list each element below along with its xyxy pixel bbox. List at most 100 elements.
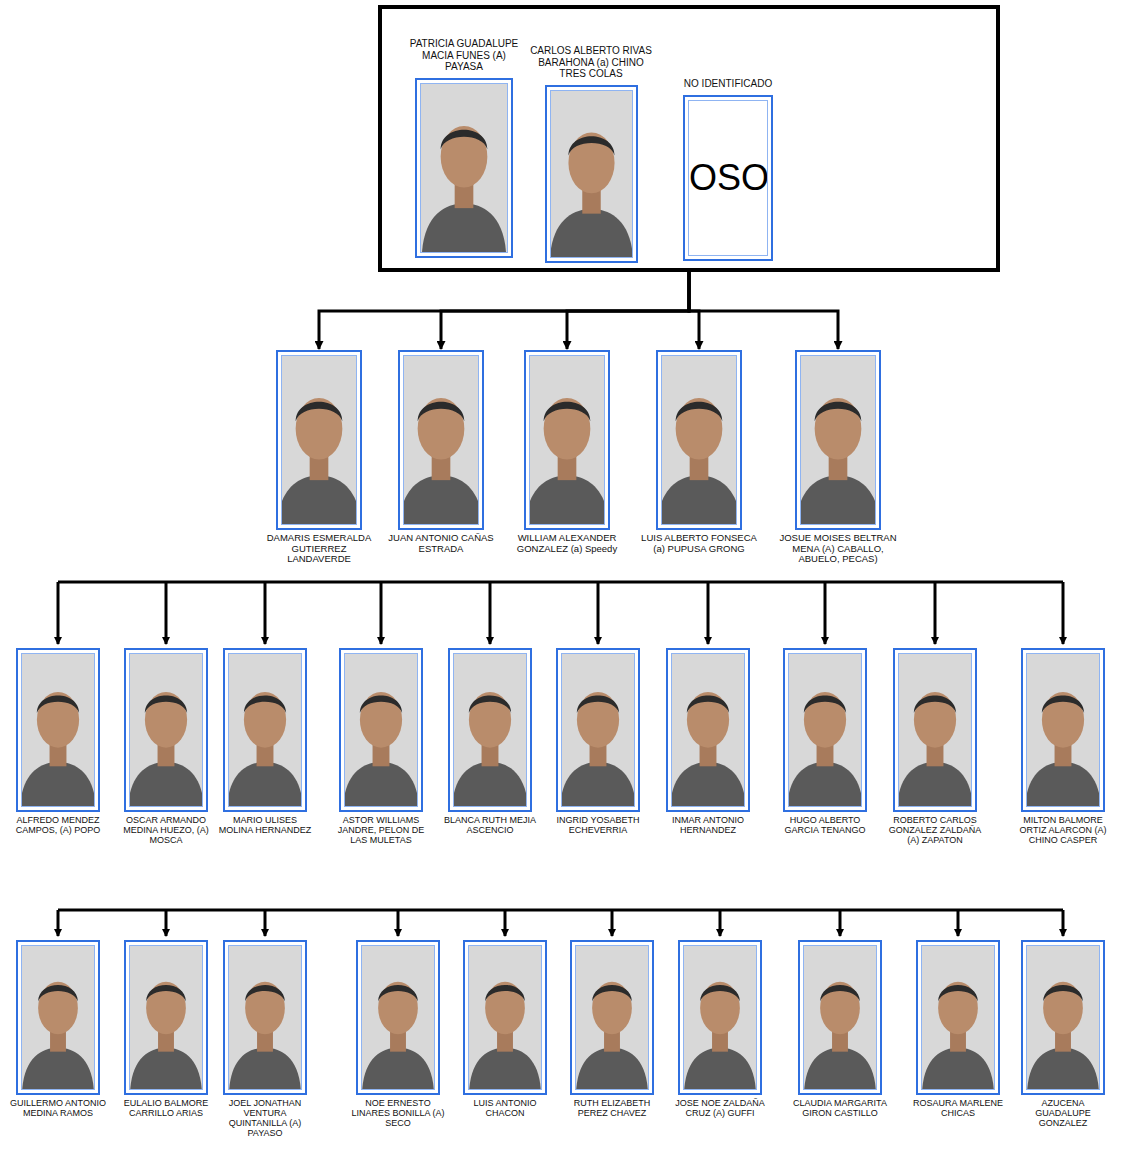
photo-placeholder	[789, 654, 861, 806]
member-card: JUAN ANTONIO CAÑAS ESTRADA	[382, 350, 500, 554]
person-name: JOEL JONATHAN VENTURA QUINTANILLA (A) PA…	[216, 1098, 314, 1138]
photo-area	[661, 355, 737, 525]
photo-placeholder	[469, 946, 541, 1089]
photo-placeholder	[345, 654, 417, 806]
person-name: GUILLERMO ANTONIO MEDINA RAMOS	[9, 1098, 107, 1118]
member-card: MARIO ULISES MOLINA HERNANDEZ	[216, 648, 314, 835]
member-card: DAMARIS ESMERALDA GUTIERREZ LANDAVERDE	[260, 350, 378, 565]
person-name: DAMARIS ESMERALDA GUTIERREZ LANDAVERDE	[260, 533, 378, 565]
member-card: EULALIO BALMORE CARRILLO ARIAS	[117, 940, 215, 1118]
person-name: AZUCENA GUADALUPE GONZALEZ	[1014, 1098, 1112, 1128]
person-name: WILLIAM ALEXANDER GONZALEZ (a) Speedy	[508, 533, 626, 554]
photo-area	[228, 653, 302, 807]
photo-area	[403, 355, 479, 525]
photo-area	[129, 945, 203, 1090]
leadership-box: PATRICIA GUADALUPE MACIA FUNES (A) PAYAS…	[378, 5, 1000, 272]
photo-frame	[276, 350, 362, 530]
member-card: BLANCA RUTH MEJIA ASCENCIO	[441, 648, 539, 835]
photo-placeholder	[804, 946, 876, 1089]
photo-placeholder	[1027, 946, 1099, 1089]
photo-frame	[656, 350, 742, 530]
member-card: HUGO ALBERTO GARCIA TENANGO	[776, 648, 874, 835]
photo-area	[788, 653, 862, 807]
photo-area: OSO	[688, 100, 768, 256]
member-card: OSCAR ARMANDO MEDINA HUEZO, (A) MOSCA	[117, 648, 215, 845]
photo-frame	[16, 648, 100, 812]
member-card: PATRICIA GUADALUPE MACIA FUNES (A) PAYAS…	[403, 38, 525, 258]
person-name: JOSE NOE ZALDAÑA CRUZ (A) GUFFI	[671, 1098, 769, 1118]
hierarchy-connector	[441, 272, 689, 349]
photo-area	[21, 945, 95, 1090]
photo-area	[561, 653, 635, 807]
person-name: NO IDENTIFICADO	[667, 78, 789, 89]
person-name: INMAR ANTONIO HERNANDEZ	[659, 815, 757, 835]
member-card: JOSUE MOISES BELTRAN MENA (A) CABALLO, A…	[779, 350, 897, 565]
photo-placeholder	[22, 654, 94, 806]
photo-placeholder	[576, 946, 648, 1089]
photo-placeholder	[421, 84, 507, 252]
photo-placeholder	[562, 654, 634, 806]
member-card: RUTH ELIZABETH PEREZ CHAVEZ	[563, 940, 661, 1118]
photo-placeholder	[1027, 654, 1099, 806]
photo-placeholder	[684, 946, 756, 1089]
photo-placeholder	[282, 356, 356, 524]
person-name: RUTH ELIZABETH PEREZ CHAVEZ	[563, 1098, 661, 1118]
member-card: NOE ERNESTO LINARES BONILLA (A) SECO	[349, 940, 447, 1128]
photo-frame	[448, 648, 532, 812]
photo-placeholder	[130, 654, 202, 806]
photo-frame	[798, 940, 882, 1095]
photo-frame	[1021, 940, 1105, 1095]
person-name: JUAN ANTONIO CAÑAS ESTRADA	[382, 533, 500, 554]
member-card: GUILLERMO ANTONIO MEDINA RAMOS	[9, 940, 107, 1118]
photo-frame	[893, 648, 977, 812]
member-card: ALFREDO MENDEZ CAMPOS, (A) POPO	[9, 648, 107, 835]
photo-frame	[545, 85, 638, 263]
member-card: JOSE NOE ZALDAÑA CRUZ (A) GUFFI	[671, 940, 769, 1118]
photo-frame	[524, 350, 610, 530]
photo-placeholder	[672, 654, 744, 806]
photo-frame	[124, 940, 208, 1095]
photo-frame	[556, 648, 640, 812]
hierarchy-connector	[567, 272, 689, 349]
photo-placeholder	[801, 356, 875, 524]
photo-area	[683, 945, 757, 1090]
member-card: LUIS ANTONIO CHACON	[456, 940, 554, 1118]
level-four-bracket	[58, 910, 1063, 936]
photo-frame	[570, 940, 654, 1095]
photo-area	[468, 945, 542, 1090]
member-card: CLAUDIA MARGARITA GIRON CASTILLO	[791, 940, 889, 1118]
photo-area	[1026, 653, 1100, 807]
person-name: ROSAURA MARLENE CHICAS	[909, 1098, 1007, 1118]
member-card: AZUCENA GUADALUPE GONZALEZ	[1014, 940, 1112, 1128]
person-name: OSCAR ARMANDO MEDINA HUEZO, (A) MOSCA	[117, 815, 215, 845]
person-name: EULALIO BALMORE CARRILLO ARIAS	[117, 1098, 215, 1118]
person-name: CARLOS ALBERTO RIVAS BARAHONA (a) CHINO …	[529, 45, 653, 79]
photo-area	[344, 653, 418, 807]
photo-area	[420, 83, 508, 253]
member-card: LUIS ALBERTO FONSECA (a) PUPUSA GRONG	[640, 350, 758, 554]
photo-area	[800, 355, 876, 525]
member-card: MILTON BALMORE ORTIZ ALARCON (A) CHINO C…	[1014, 648, 1112, 845]
person-name: MILTON BALMORE ORTIZ ALARCON (A) CHINO C…	[1014, 815, 1112, 845]
photo-area	[453, 653, 527, 807]
photo-frame	[463, 940, 547, 1095]
photo-placeholder	[362, 946, 434, 1089]
member-card: WILLIAM ALEXANDER GONZALEZ (a) Speedy	[508, 350, 626, 554]
member-card: ROSAURA MARLENE CHICAS	[909, 940, 1007, 1118]
photo-frame	[398, 350, 484, 530]
photo-frame: OSO	[683, 95, 773, 261]
photo-placeholder	[899, 654, 971, 806]
photo-area	[129, 653, 203, 807]
photo-placeholder	[404, 356, 478, 524]
member-card: ASTOR WILLIAMS JANDRE, PELON DE LAS MULE…	[332, 648, 430, 845]
photo-area	[529, 355, 605, 525]
photo-placeholder	[229, 946, 301, 1089]
person-name: JOSUE MOISES BELTRAN MENA (A) CABALLO, A…	[779, 533, 897, 565]
photo-placeholder	[551, 91, 632, 257]
photo-frame	[339, 648, 423, 812]
person-name: BLANCA RUTH MEJIA ASCENCIO	[441, 815, 539, 835]
photo-frame	[356, 940, 440, 1095]
photo-placeholder	[22, 946, 94, 1089]
person-name: MARIO ULISES MOLINA HERNANDEZ	[216, 815, 314, 835]
photo-frame	[666, 648, 750, 812]
